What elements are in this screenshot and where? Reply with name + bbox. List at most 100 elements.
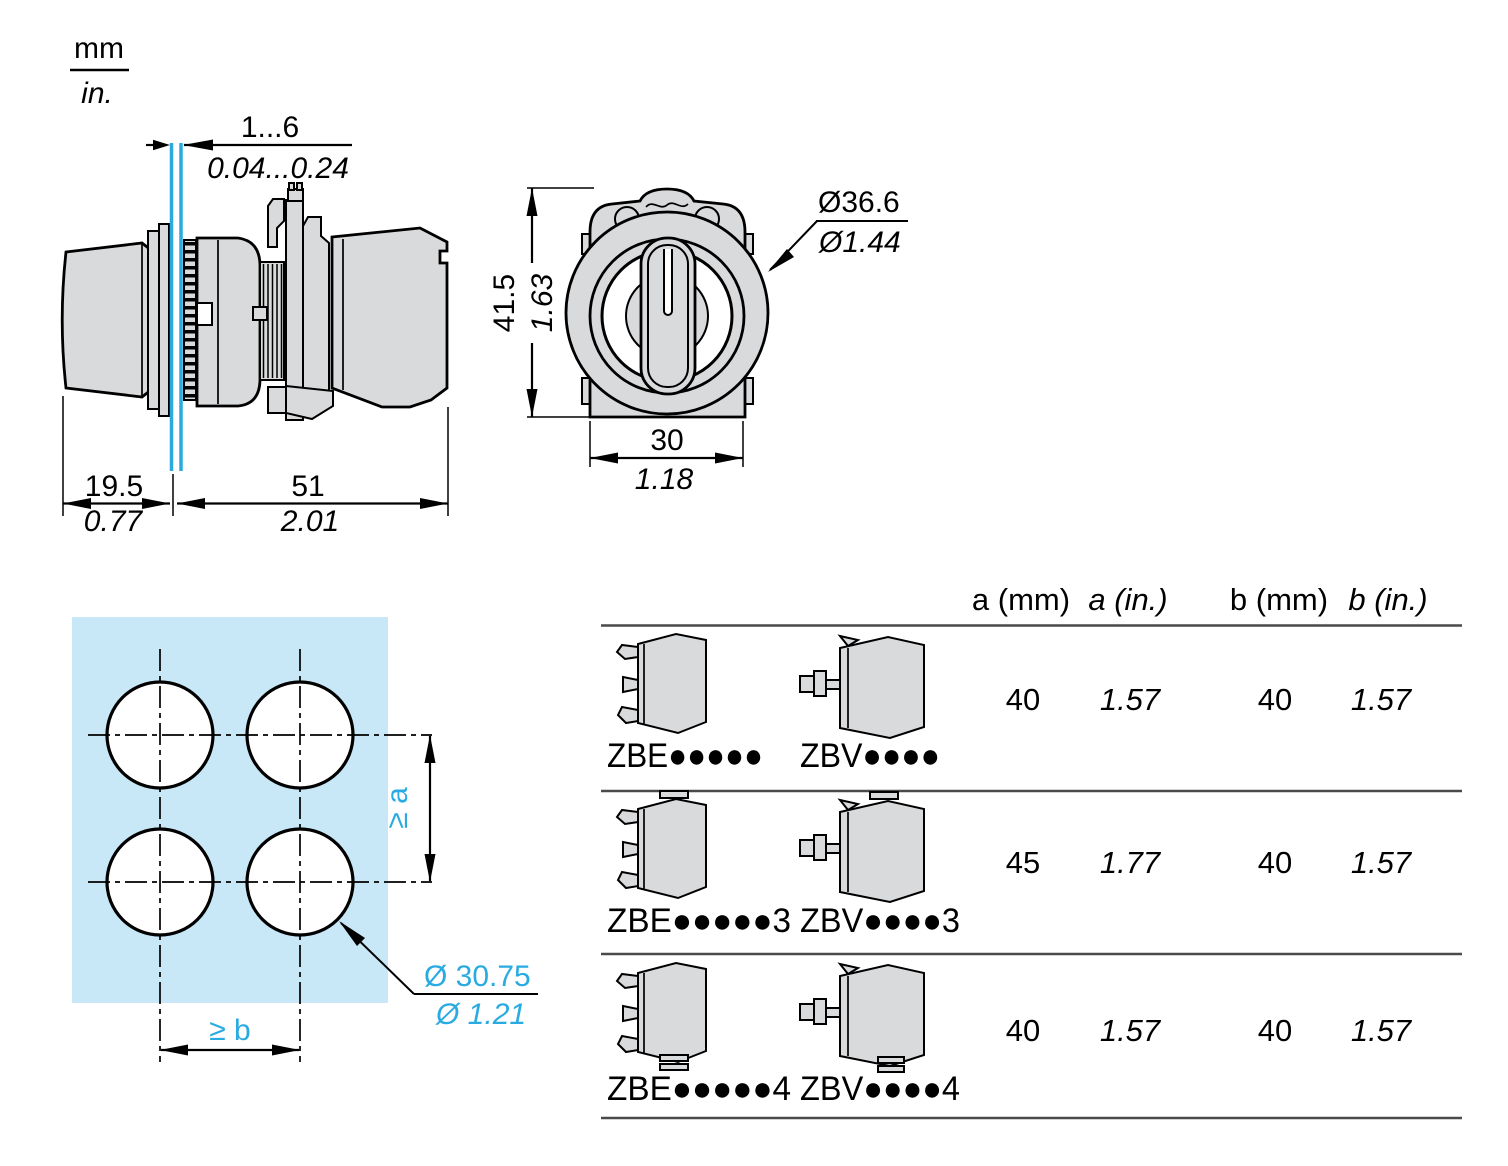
flange-plate <box>158 223 170 417</box>
height-dimension: 41.5 1.63 <box>488 187 594 418</box>
arrowhead <box>424 854 436 882</box>
header-b-mm: b (mm) <box>1230 582 1328 617</box>
zbv-block-icon <box>799 962 925 1073</box>
panel-face <box>72 617 388 1003</box>
width-dimension: 30 1.18 <box>589 421 744 496</box>
hole-diameter-callout: Ø 30.75 Ø 1.21 <box>339 921 538 1031</box>
value-a-in: 1.77 <box>1100 845 1162 880</box>
top-clip <box>267 198 285 248</box>
zbe-reference: ZBE●●●●●4 <box>607 1070 791 1108</box>
col-spacing-dimension: ≥ b <box>160 1014 300 1056</box>
value-b-in: 1.57 <box>1351 1013 1413 1048</box>
arrowhead <box>768 249 794 272</box>
drilling-pattern: ≥ a ≥ b Ø 30.75 Ø 1.21 <box>72 617 538 1062</box>
bezel-diameter-mm: Ø36.6 <box>818 186 900 219</box>
depth-dimensions: 19.5 0.77 51 2.01 <box>62 396 449 538</box>
zbe-reference: ZBE●●●●●3 <box>607 902 791 940</box>
value-b-mm: 40 <box>1258 845 1292 880</box>
selector-front-drawing <box>564 187 770 419</box>
header-b-in: b (in.) <box>1348 582 1427 617</box>
zbv-reference: ZBV●●●●3 <box>800 902 960 940</box>
table-row: ZBE●●●●● ZBV●●●● 40 1.57 40 1.57 <box>607 632 1413 775</box>
arrowhead <box>590 452 618 464</box>
zbv-reference: ZBV●●●● <box>800 737 940 775</box>
arrowhead <box>526 188 538 216</box>
panel-thickness-mm: 1...6 <box>241 111 299 144</box>
metric-unit-label: mm <box>74 32 124 65</box>
cap-depth-mm: 19.5 <box>85 470 143 503</box>
arrowhead <box>526 389 538 417</box>
lock-washer <box>183 239 197 401</box>
side-view: 1...6 0.04...0.24 <box>60 111 449 538</box>
contact-block <box>330 226 449 409</box>
zbe-block-icon <box>615 790 707 900</box>
zbe-block-icon <box>615 632 707 735</box>
front-view: 41.5 1.63 30 1.18 Ø36.6 Ø1.44 <box>488 186 908 496</box>
imperial-unit-label: in. <box>81 77 113 110</box>
value-a-mm: 40 <box>1006 682 1040 717</box>
header-a-mm: a (mm) <box>972 582 1070 617</box>
mounting-panel-lines <box>169 143 183 471</box>
housing-slot <box>196 302 213 326</box>
arrowhead <box>424 735 436 763</box>
arrowhead <box>715 452 743 464</box>
knob-slot <box>663 249 673 316</box>
value-a-mm: 45 <box>1006 845 1040 880</box>
panel-thickness-dimension: 1...6 0.04...0.24 <box>146 111 352 185</box>
col-spacing-label: ≥ b <box>209 1014 250 1047</box>
plate-tooth <box>296 182 303 191</box>
zbv-block-icon <box>799 791 925 904</box>
flange-plate <box>147 230 160 410</box>
value-a-in: 1.57 <box>1100 1013 1162 1048</box>
arrowhead <box>142 498 170 509</box>
table-header-row: a (mm) a (in.) b (mm) b (in.) <box>972 582 1428 617</box>
barrel-key <box>252 306 268 321</box>
adapter-plate <box>302 216 330 410</box>
value-b-mm: 40 <box>1258 1013 1292 1048</box>
zbe-reference: ZBE●●●●● <box>607 737 763 775</box>
width-in: 1.18 <box>635 463 694 496</box>
arrowhead <box>183 139 213 151</box>
height-in: 1.63 <box>526 273 559 332</box>
gasket-line <box>645 202 689 208</box>
arrowhead <box>177 498 205 509</box>
arrowhead <box>339 921 365 946</box>
value-a-mm: 40 <box>1006 1013 1040 1048</box>
bottom-foot <box>267 386 287 414</box>
arrowhead <box>160 1044 188 1056</box>
arrowhead <box>63 498 91 509</box>
body-depth-mm: 51 <box>291 470 324 503</box>
zbe-block-icon <box>615 961 707 1071</box>
value-a-in: 1.57 <box>1100 682 1162 717</box>
hole-diameter-mm: Ø 30.75 <box>424 960 531 993</box>
arrowhead <box>153 139 170 151</box>
row-spacing-dimension: ≥ a <box>381 735 436 882</box>
panel-thickness-in: 0.04...0.24 <box>207 152 349 185</box>
hole-diameter-in: Ø 1.21 <box>435 998 526 1031</box>
push-button-side-drawing <box>60 182 449 421</box>
row-spacing-label: ≥ a <box>381 787 414 829</box>
value-b-in: 1.57 <box>1351 682 1413 717</box>
value-b-mm: 40 <box>1258 682 1292 717</box>
arrowhead <box>272 1044 300 1056</box>
arrowhead <box>420 498 448 509</box>
dimension-table: a (mm) a (in.) b (mm) b (in.) ZBE <box>601 582 1462 1120</box>
zbv-block-icon <box>799 634 925 740</box>
value-b-in: 1.57 <box>1351 845 1413 880</box>
body-depth-in: 2.01 <box>280 505 339 538</box>
knob-inner-outline <box>647 244 689 388</box>
zbv-reference: ZBV●●●●4 <box>800 1070 960 1108</box>
header-a-in: a (in.) <box>1088 582 1167 617</box>
plate-tab <box>287 188 304 202</box>
bezel-diameter-callout: Ø36.6 Ø1.44 <box>768 186 908 272</box>
bezel-diameter-in: Ø1.44 <box>818 226 901 259</box>
plate-tooth <box>288 182 295 191</box>
width-mm: 30 <box>650 424 683 457</box>
units-legend: mm in. <box>70 32 129 110</box>
height-mm: 41.5 <box>488 274 521 332</box>
cap-depth-in: 0.77 <box>84 505 144 538</box>
table-row: ZBE●●●●●4 ZBV●●●●4 40 1.57 40 1.57 <box>607 961 1413 1108</box>
bottom-bracket <box>285 384 334 421</box>
